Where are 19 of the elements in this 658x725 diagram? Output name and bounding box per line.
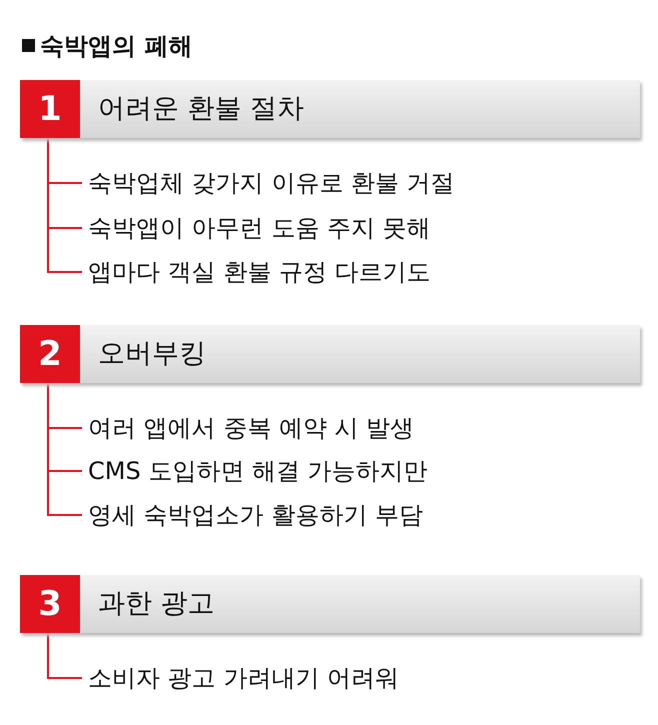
section-number: 2 xyxy=(20,325,80,383)
section-heading: 과한 광고 xyxy=(98,587,215,621)
list-item-text: CMS 도입하면 해결 가능하지만 xyxy=(88,455,428,487)
list-item-text: 숙박업체 갖가지 이유로 환불 거절 xyxy=(88,167,455,199)
list-item-text: 소비자 광고 가려내기 어려워 xyxy=(88,662,399,694)
tree-connector xyxy=(47,383,82,516)
list-item-text: 숙박앱이 아무런 도움 주지 못해 xyxy=(88,212,431,244)
section-number: 1 xyxy=(20,80,80,138)
section-header-bar xyxy=(20,575,640,633)
section-header-bar xyxy=(20,80,640,138)
section-heading: 오버부킹 xyxy=(98,337,206,371)
section-number: 3 xyxy=(20,575,80,633)
list-item-text: 여러 앱에서 중복 예약 시 발생 xyxy=(88,412,414,444)
list-item-text: 앱마다 객실 환불 규정 다르기도 xyxy=(88,256,431,288)
section-heading: 어려운 환불 절차 xyxy=(98,92,304,126)
list-item-text: 영세 숙박업소가 활용하기 부담 xyxy=(88,499,423,531)
title: 숙박앱의 폐해 xyxy=(40,31,192,62)
tree-connector xyxy=(47,633,82,679)
section-header-bar xyxy=(20,325,640,383)
